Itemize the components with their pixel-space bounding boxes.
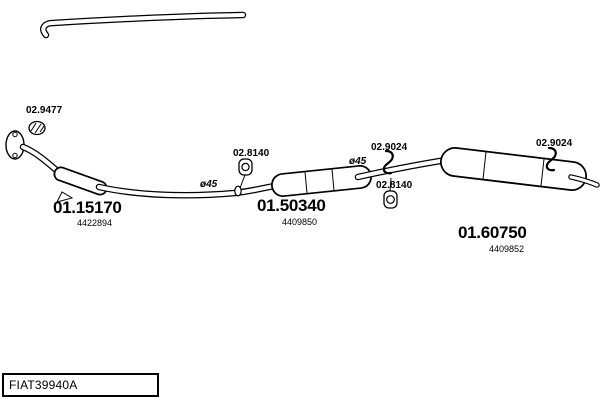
part-label-hanger-mid: 02.8140: [233, 148, 270, 159]
bracket-hook-icon: [382, 149, 394, 175]
part-label-clamp-front: 02.9477: [26, 105, 63, 116]
bracket-hook-icon: [545, 146, 557, 172]
tail-pipe: [568, 174, 600, 188]
rubber-hanger-icon: [238, 158, 253, 189]
drawing-code: FIAT39940A: [9, 378, 78, 392]
part-label-mid-silencer: 01.50340: [257, 196, 326, 215]
top-front-pipe: [40, 11, 247, 39]
ref-label-mid-silencer: 4409850: [282, 217, 318, 227]
diameter-label-mid: ø45: [349, 156, 367, 167]
diameter-label-front: ø45: [200, 179, 218, 190]
part-label-bracket-mid: 02.9024: [371, 142, 408, 153]
front-resonator: [53, 166, 108, 196]
ref-label-front-pipe: 4422894: [77, 218, 113, 228]
part-label-front-pipe: 01.15170: [53, 198, 122, 217]
part-label-hanger-rear: 02.8140: [376, 180, 413, 191]
front-bracket-tab: [56, 191, 74, 203]
clamp-icon: [28, 120, 46, 136]
part-label-bracket-rear: 02.9024: [536, 138, 573, 149]
rear-silencer: [440, 147, 587, 191]
rubber-hanger-icon: [383, 177, 398, 209]
middle-silencer: [271, 165, 372, 197]
pipe-joint-clamp: [234, 185, 242, 197]
part-label-rear-silencer: 01.60750: [458, 223, 527, 242]
rear-connecting-pipe: [354, 157, 444, 181]
ref-label-rear-silencer: 4409852: [489, 244, 525, 254]
drawing-code-box: FIAT39940A: [2, 373, 159, 397]
middle-pipe: [95, 181, 283, 199]
